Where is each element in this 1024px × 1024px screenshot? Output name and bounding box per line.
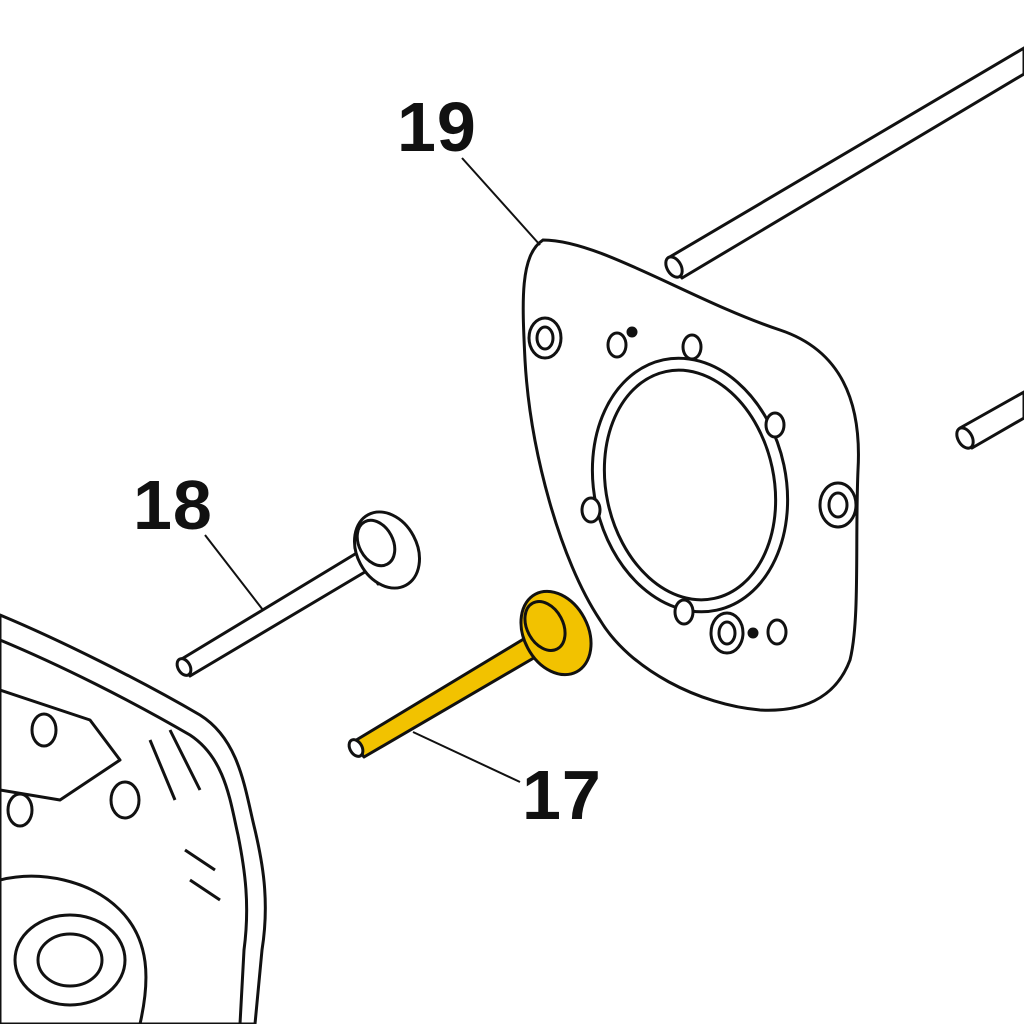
leader-line-19 <box>461 157 541 246</box>
valve-17-face <box>523 600 567 652</box>
valve-17-stem <box>351 632 546 759</box>
leader-lines <box>204 157 541 783</box>
part-number-18: 18 <box>133 466 213 544</box>
block-boss-b <box>109 780 141 820</box>
leader-line-17 <box>412 731 521 783</box>
part-number-17: 17 <box>522 756 602 834</box>
push-rods <box>664 46 1024 450</box>
part-number-19: 19 <box>397 88 477 166</box>
valve-17-tip <box>347 738 365 758</box>
gasket-bore-inner <box>602 368 778 602</box>
block-port-inner <box>36 932 104 988</box>
push-rod-upper <box>664 46 1024 280</box>
leader-line-18 <box>204 534 264 611</box>
exhaust-valve <box>175 510 421 678</box>
cylinder-block <box>0 613 267 1024</box>
block-boss-a <box>30 712 58 748</box>
head-gasket <box>521 238 860 712</box>
intake-valve-highlighted <box>347 589 593 759</box>
valve-18-face <box>355 518 397 568</box>
gasket-bolt-holes <box>527 316 858 655</box>
valve-18-stem <box>178 546 377 678</box>
valve-18-tip <box>175 657 193 677</box>
block-ribs <box>148 729 221 902</box>
block-inner-edge <box>0 638 249 1024</box>
block-boss-c <box>6 792 34 828</box>
block-lower-detail <box>0 874 148 1024</box>
push-rod-lower <box>955 390 1024 450</box>
block-rocker-area <box>0 688 122 802</box>
